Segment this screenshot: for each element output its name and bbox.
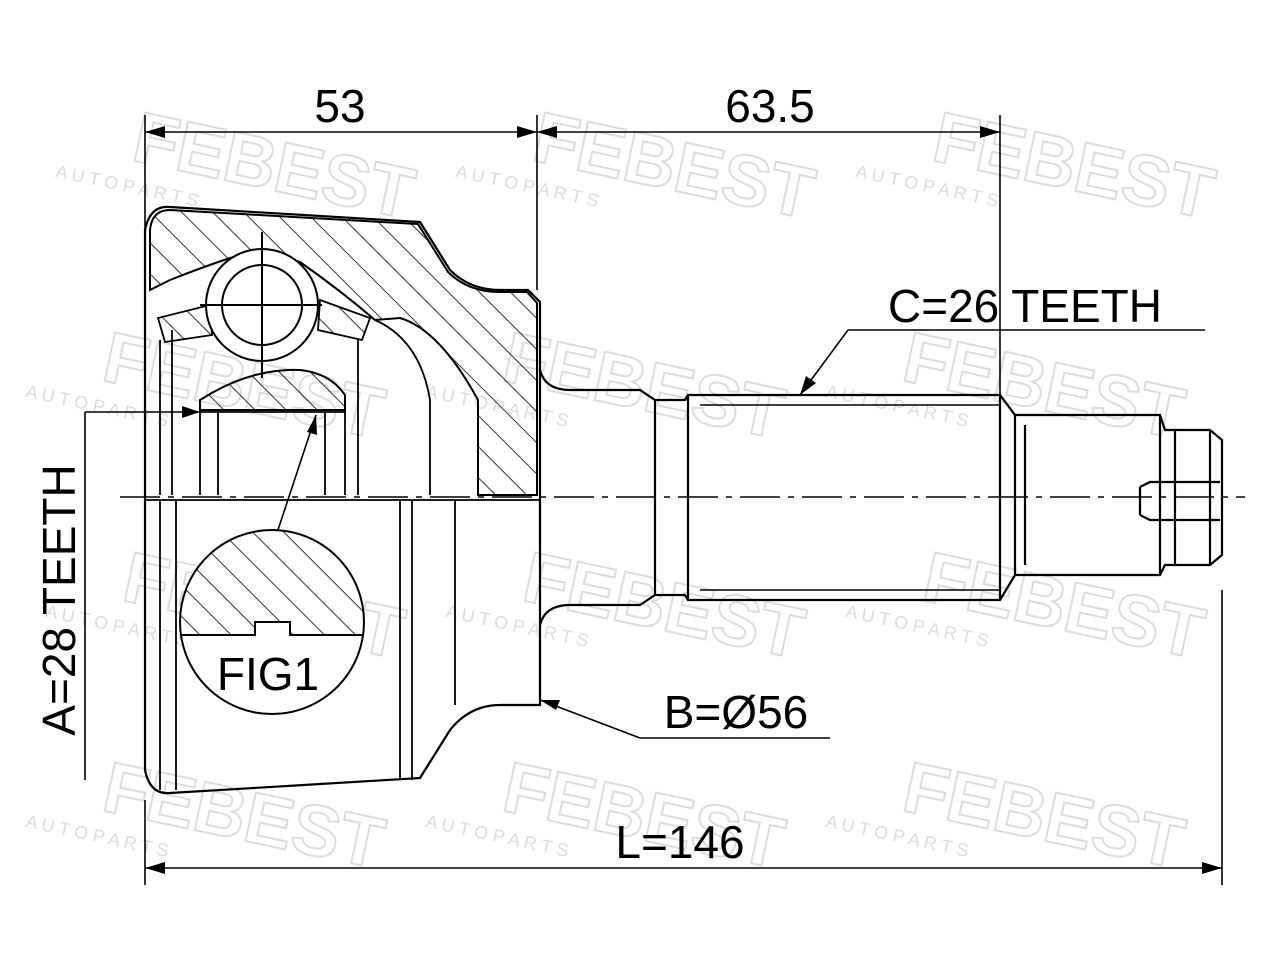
fig1-detail xyxy=(179,529,365,715)
arrowheads xyxy=(145,126,1222,874)
fig1-label: FIG1 xyxy=(217,648,319,700)
dim-53-label: 53 xyxy=(314,80,365,132)
watermark-brand: FEBEST xyxy=(897,317,1191,454)
cage-hatched xyxy=(156,303,213,344)
c-teeth-label: C=26 TEETH xyxy=(888,280,1162,332)
total-length-label: L=146 xyxy=(615,816,744,868)
a-teeth-label: A=28 TEETH xyxy=(33,464,85,735)
inner-lines xyxy=(145,319,540,790)
dimension-lines xyxy=(84,115,1223,885)
inner-race-hatched xyxy=(199,368,346,411)
watermark-brand: FEBEST xyxy=(927,97,1221,234)
cage-hatched-right xyxy=(317,298,372,342)
ball xyxy=(200,232,322,378)
watermark-brand: FEBEST xyxy=(917,537,1211,674)
cv-bell-housing xyxy=(143,205,542,795)
dim-63-5-label: 63.5 xyxy=(725,80,815,132)
b-diameter-label: B=Ø56 xyxy=(664,686,809,738)
watermark-brand: FEBEST xyxy=(97,747,391,884)
watermark-brand: FEBEST xyxy=(897,747,1191,884)
